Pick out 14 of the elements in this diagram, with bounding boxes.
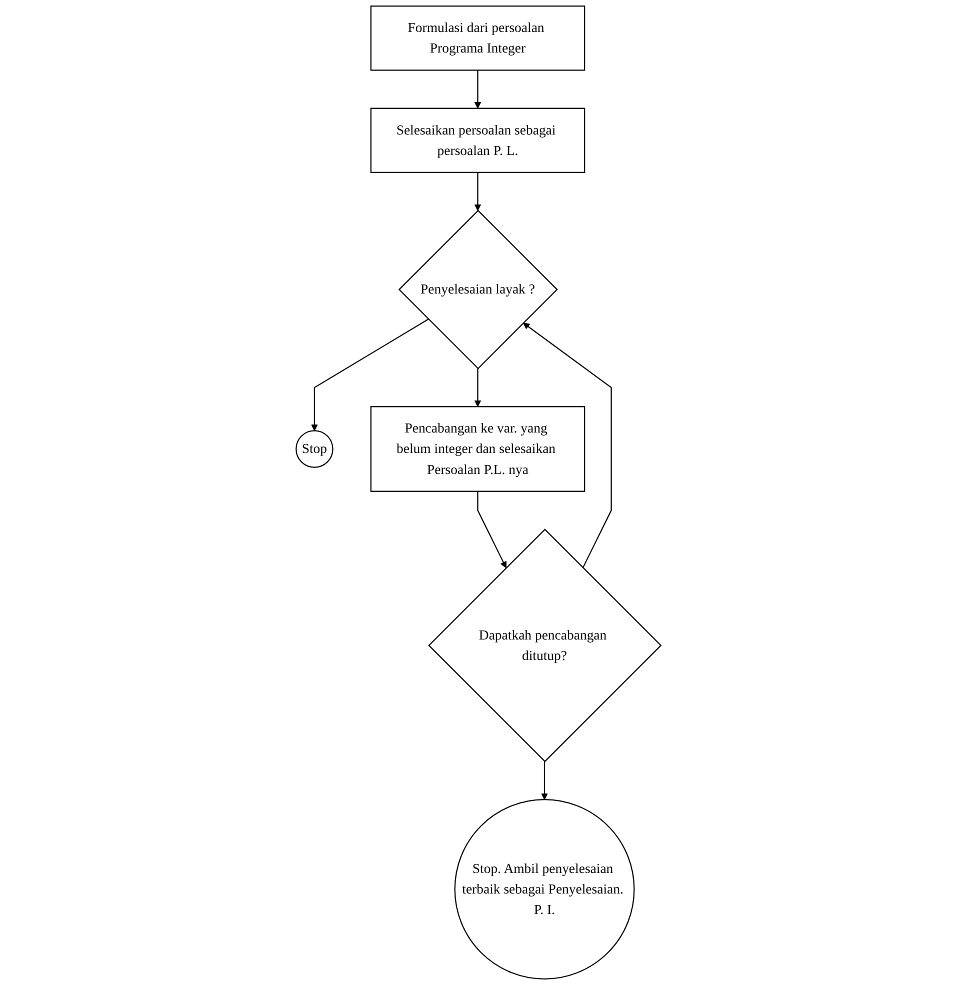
node-box: Formulasi dari persoalan Programa Integer bbox=[370, 6, 586, 71]
arrow bbox=[541, 761, 548, 800]
arrow bbox=[474, 70, 482, 109]
node-circle: Stop bbox=[296, 430, 334, 468]
arrow bbox=[522, 322, 612, 568]
node-diamond: Penyelesaian layak ? bbox=[398, 210, 558, 370]
node-box: Pencabangan ke var. yang belum integer dan selesaikan Persoalan P.L. nya bbox=[370, 406, 586, 492]
node-circle: Stop. Ambil penyelesaian terbaik sebagai Penyelesaian. P. I. bbox=[454, 799, 635, 980]
arrow bbox=[311, 318, 429, 431]
arrow bbox=[474, 368, 482, 407]
arrow bbox=[477, 491, 506, 568]
node-diamond: Dapatkah pencabangan ditutup? bbox=[428, 528, 662, 762]
arrow bbox=[474, 172, 482, 211]
node-box: Selesaikan persoalan sebagai persoalan P. L. bbox=[370, 108, 586, 174]
